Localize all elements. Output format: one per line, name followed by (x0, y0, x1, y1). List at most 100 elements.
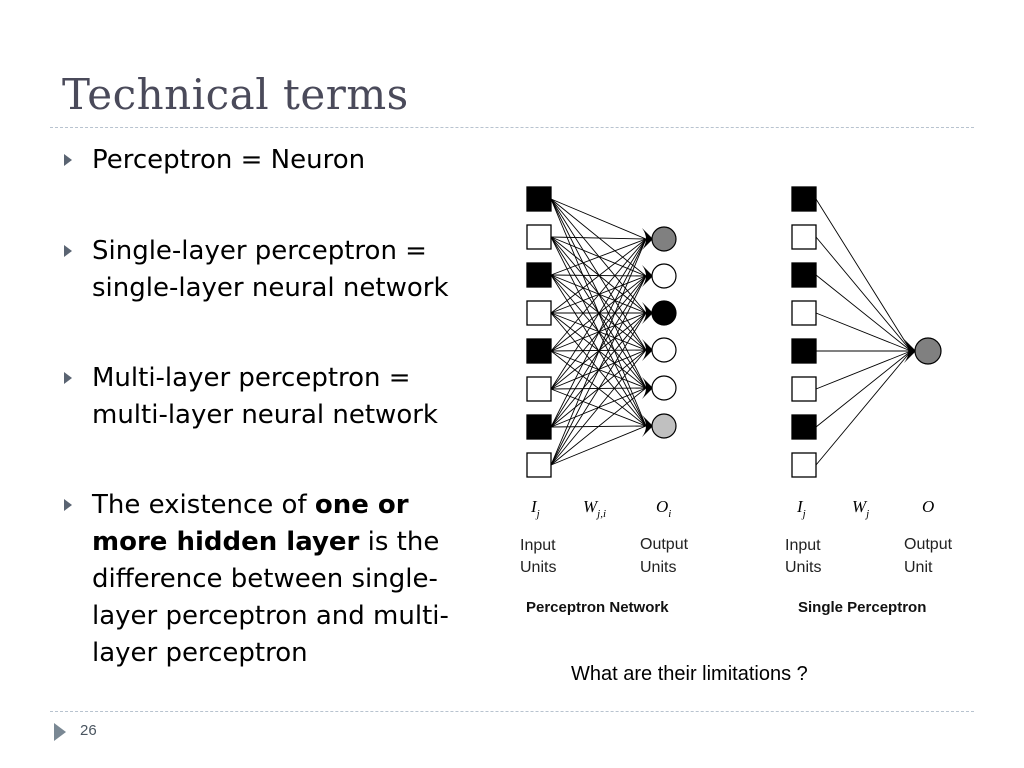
input-unit (791, 300, 817, 326)
input-unit (526, 262, 552, 288)
input-unit (791, 186, 817, 212)
input-unit (526, 376, 552, 402)
input-unit (791, 262, 817, 288)
footer-triangle-icon (54, 723, 66, 741)
bullet-text-span: Perceptron = Neuron (92, 145, 366, 175)
bullet-bold-span: one or more hidden layer (92, 490, 409, 557)
bullet-text: Multi-layer perceptron = multi-layer neu… (92, 363, 438, 430)
connection-line (815, 350, 912, 390)
triangle-bullet-icon (64, 245, 72, 257)
input-unit (526, 414, 552, 440)
connection-line (550, 238, 647, 428)
bullet-text: Perceptron = Neuron (92, 145, 365, 175)
bullet-text-span: Single-layer perceptron = single-layer n… (92, 236, 449, 303)
input-unit (526, 300, 552, 326)
bullet-text-span: is the difference between single-layer p… (92, 527, 449, 668)
input-unit (526, 338, 552, 364)
network-input-label-2: Units (520, 559, 556, 576)
single-output-symbol: O (922, 497, 934, 516)
network-heading: Perceptron Network (526, 599, 669, 616)
connection-line (550, 238, 647, 390)
network-nodes (526, 186, 677, 478)
connection-line (550, 198, 647, 240)
bullet-item: Perceptron = Neuron (62, 142, 482, 179)
arrowhead-icon (642, 415, 653, 437)
slide-title: Technical terms (62, 70, 409, 119)
bullet-text-span: Multi-layer perceptron = multi-layer neu… (92, 363, 438, 430)
connection-line (550, 238, 647, 466)
title-divider (50, 127, 974, 128)
output-unit (914, 337, 942, 365)
connection-line (815, 198, 912, 352)
connection-line (550, 236, 647, 240)
footer-divider (50, 711, 974, 712)
output-unit (651, 375, 677, 401)
network-weight-symbol: Wj,i (583, 497, 606, 520)
network-output-label-2: Units (640, 559, 676, 576)
connection-line (550, 349, 647, 466)
single-output-label-1: Output (904, 536, 953, 553)
bullet-list: Perceptron = Neuron Single-layer percept… (62, 142, 482, 726)
connection-line (550, 238, 647, 276)
network-output-symbol: Oi (656, 497, 671, 520)
single-perceptron-connections (815, 198, 912, 466)
network-connections (550, 198, 647, 466)
bullet-text: Single-layer perceptron = single-layer n… (92, 236, 449, 303)
single-input-label-2: Units (785, 559, 821, 576)
network-output-label-1: Output (640, 536, 689, 553)
arrowhead-icon (642, 377, 653, 399)
connection-line (550, 275, 647, 466)
input-unit (791, 224, 817, 250)
connection-line (550, 425, 647, 466)
connection-line (815, 350, 912, 466)
single-input-label-1: Input (785, 537, 821, 554)
page-number: 26 (80, 722, 97, 739)
limitations-caption: What are their limitations ? (571, 663, 808, 685)
arrowhead-icon (642, 302, 653, 324)
network-input-symbol: Ij (530, 497, 540, 520)
connection-line (550, 312, 647, 351)
connection-line (550, 236, 647, 351)
input-unit (791, 452, 817, 478)
input-unit (791, 414, 817, 440)
output-unit (651, 300, 677, 326)
input-unit (526, 224, 552, 250)
arrowhead-icon (642, 339, 653, 361)
connection-line (815, 236, 912, 352)
triangle-bullet-icon (64, 372, 72, 384)
connection-line (550, 238, 647, 314)
output-unit (651, 413, 677, 439)
bullet-item: Single-layer perceptron = single-layer n… (62, 233, 482, 307)
connection-line (815, 312, 912, 352)
single-perceptron-nodes (791, 186, 942, 478)
single-weight-symbol: Wj (852, 497, 869, 520)
connection-line (815, 274, 912, 352)
connection-line (550, 387, 647, 466)
output-unit (651, 263, 677, 289)
network-input-label-1: Input (520, 537, 556, 554)
bullet-item: The existence of one or more hidden laye… (62, 487, 482, 672)
arrowhead-icon (642, 265, 653, 287)
input-unit (791, 338, 817, 364)
triangle-bullet-icon (64, 154, 72, 166)
single-output-label-2: Unit (904, 559, 933, 576)
connection-line (550, 236, 647, 277)
output-unit (651, 226, 677, 252)
input-unit (526, 186, 552, 212)
connection-line (550, 198, 647, 314)
single-heading: Single Perceptron (798, 599, 926, 616)
bullet-text: The existence of one or more hidden laye… (92, 490, 449, 668)
bullet-item: Multi-layer perceptron = multi-layer neu… (62, 360, 482, 434)
input-unit (791, 376, 817, 402)
output-unit (651, 337, 677, 363)
connection-line (550, 238, 647, 352)
triangle-bullet-icon (64, 499, 72, 511)
single-input-symbol: Ij (796, 497, 806, 520)
connection-line (550, 274, 647, 351)
connection-line (815, 350, 912, 428)
arrowhead-icon (904, 339, 916, 363)
connection-line (550, 312, 647, 466)
bullet-text-span: The existence of (92, 490, 315, 520)
input-unit (526, 452, 552, 478)
